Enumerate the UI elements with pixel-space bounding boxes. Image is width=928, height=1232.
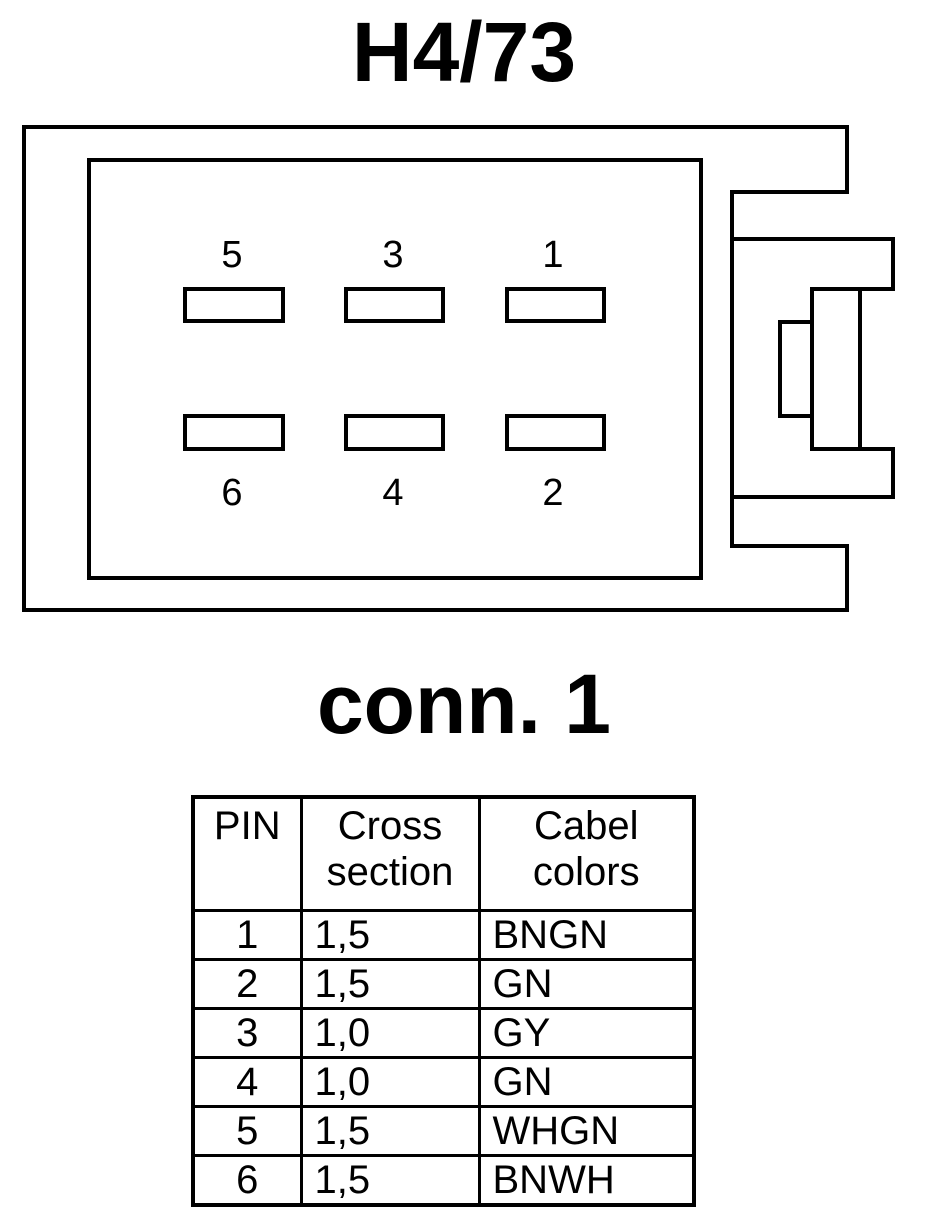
connector-label: conn. 1 bbox=[316, 657, 612, 751]
pin-table: PIN Cross section Cabel colors 1 1,5 BNG… bbox=[191, 795, 696, 1207]
cell-color: BNGN bbox=[477, 909, 696, 961]
table-row: 1 1,5 BNGN bbox=[191, 909, 696, 961]
pin-slot-2 bbox=[505, 414, 606, 451]
cell-pin: 5 bbox=[191, 1105, 303, 1157]
header-cable-colors: Cabel colors bbox=[477, 795, 696, 912]
pin-label-bottom: 6 bbox=[221, 472, 242, 514]
cell-cross-section: 1,5 bbox=[299, 958, 481, 1010]
table-row: 6 1,5 BNWH bbox=[191, 1154, 696, 1207]
header-pin: PIN bbox=[191, 795, 303, 912]
cell-cross-section: 1,0 bbox=[299, 1056, 481, 1108]
cell-pin: 3 bbox=[191, 1007, 303, 1059]
pin-slot-1 bbox=[505, 287, 606, 323]
latch-inner bbox=[810, 287, 862, 451]
header-cross-line2: section bbox=[326, 850, 454, 894]
cell-cross-section: 1,5 bbox=[299, 1154, 481, 1207]
pin-label-bottom: 4 bbox=[382, 472, 403, 514]
latch-button bbox=[778, 320, 814, 418]
connector-housing bbox=[22, 125, 849, 612]
header-cross-section: Cross section bbox=[299, 795, 481, 912]
cell-pin: 1 bbox=[191, 909, 303, 961]
pin-label-bottom: 2 bbox=[542, 472, 563, 514]
pin-slot-6 bbox=[183, 414, 285, 451]
cell-cross-section: 1,5 bbox=[299, 1105, 481, 1157]
cell-color: GN bbox=[477, 958, 696, 1010]
pin-slot-3 bbox=[344, 287, 445, 323]
cell-cross-section: 1,0 bbox=[299, 1007, 481, 1059]
connector-face bbox=[87, 158, 703, 580]
header-cross-line1: Cross bbox=[337, 804, 443, 848]
cell-pin: 6 bbox=[191, 1154, 303, 1207]
cell-cross-section: 1,5 bbox=[299, 909, 481, 961]
cell-pin: 4 bbox=[191, 1056, 303, 1108]
table-row: 5 1,5 WHGN bbox=[191, 1105, 696, 1157]
cell-color: BNWH bbox=[477, 1154, 696, 1207]
pin-label-top: 5 bbox=[221, 234, 242, 276]
cell-color: GY bbox=[477, 1007, 696, 1059]
pin-slot-4 bbox=[344, 414, 445, 451]
connector-title: H4/73 bbox=[351, 5, 577, 99]
table-header-row: PIN Cross section Cabel colors bbox=[191, 795, 696, 912]
table-row: 3 1,0 GY bbox=[191, 1007, 696, 1059]
header-color-line1: Cabel bbox=[533, 804, 639, 848]
cell-color: WHGN bbox=[477, 1105, 696, 1157]
cell-color: GN bbox=[477, 1056, 696, 1108]
cell-pin: 2 bbox=[191, 958, 303, 1010]
table-row: 2 1,5 GN bbox=[191, 958, 696, 1010]
pin-label-top: 1 bbox=[542, 234, 563, 276]
header-color-line2: colors bbox=[532, 850, 640, 894]
pin-slot-5 bbox=[183, 287, 285, 323]
connector-diagram: 5 3 1 6 4 2 bbox=[22, 125, 895, 612]
pin-label-top: 3 bbox=[382, 234, 403, 276]
table-row: 4 1,0 GN bbox=[191, 1056, 696, 1108]
